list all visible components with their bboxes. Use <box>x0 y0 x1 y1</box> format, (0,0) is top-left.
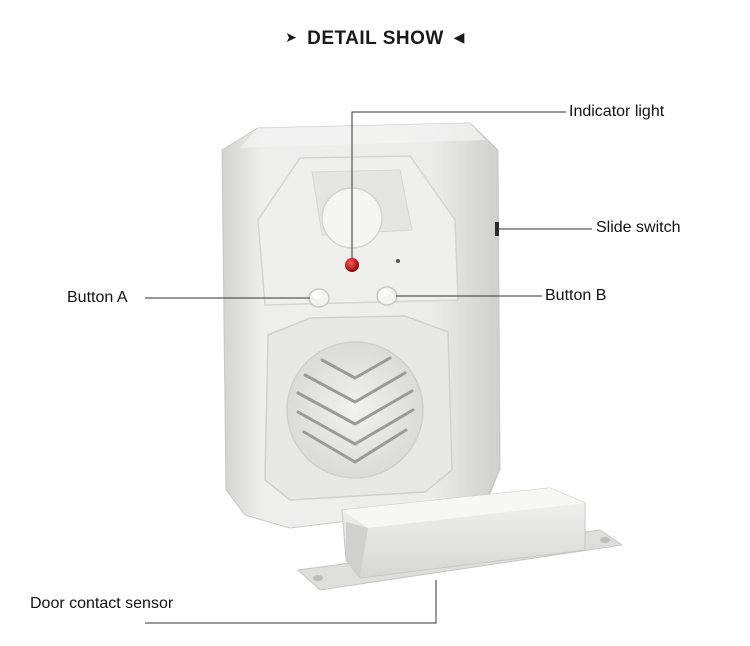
left-arrow-icon: ◀ <box>453 29 465 45</box>
leader-lines <box>145 111 592 624</box>
label-button-b: Button B <box>545 287 607 304</box>
page-title: ➤ DETAIL SHOW ◀ <box>0 28 750 50</box>
leader-indicator-light <box>351 111 566 258</box>
slide-switch <box>495 222 499 236</box>
right-arrow-icon: ➤ <box>285 29 298 45</box>
button-b <box>376 286 398 306</box>
label-door-contact-sensor: Door contact sensor <box>30 595 174 612</box>
button-a <box>308 288 330 308</box>
speaker-grille <box>264 315 453 501</box>
label-slide-switch: Slide switch <box>596 219 681 236</box>
page-title-text: DETAIL SHOW <box>307 28 444 49</box>
indicator-led <box>345 258 359 272</box>
door-contact-sensor <box>296 487 624 591</box>
label-button-a: Button A <box>67 289 128 306</box>
leader-door-contact-sensor <box>145 580 437 624</box>
label-indicator-light: Indicator light <box>569 103 665 120</box>
